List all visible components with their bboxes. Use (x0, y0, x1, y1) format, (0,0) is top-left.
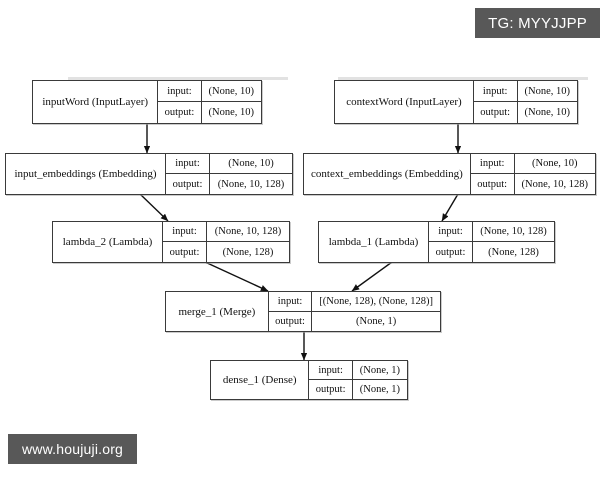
node-context-embeddings[interactable]: context_embeddings (Embedding) input: ou… (303, 153, 596, 195)
output-label: output: (435, 246, 466, 258)
io-value-column: [(None, 128), (None, 128)] (None, 1) (312, 292, 440, 331)
input-shape: (None, 1) (352, 361, 407, 380)
input-shape: (None, 10, 128) (207, 222, 289, 242)
input-label: input: (429, 222, 472, 242)
io-label-column: input: output: (473, 81, 518, 123)
io-value-column: (None, 10, 128) (None, 128) (207, 222, 289, 262)
input-shape: (None, 10) (210, 154, 292, 174)
input-label: input: (470, 154, 514, 174)
input-shape: (None, 10, 128) (473, 222, 554, 242)
input-label: input: (158, 81, 201, 102)
site-watermark: www.houjuji.org (8, 434, 138, 464)
node-lambda1[interactable]: lambda_1 (Lambda) input: output: (None, … (318, 221, 555, 263)
node-contextword[interactable]: contextWord (InputLayer) input: output: … (334, 80, 578, 124)
io-label-column: input: output: (166, 154, 210, 194)
node-input-embeddings[interactable]: input_embeddings (Embedding) input: outp… (5, 153, 293, 195)
node-label: dense_1 (Dense) (211, 361, 310, 399)
input-label: input: (473, 81, 517, 102)
output-shape: (None, 10) (208, 107, 255, 118)
node-lambda2[interactable]: lambda_2 (Lambda) input: output: (None, … (52, 221, 290, 263)
io-label-column: input: output: (309, 361, 353, 399)
io-value-column: (None, 10, 128) (None, 128) (473, 222, 554, 262)
output-shape: (None, 1) (356, 315, 397, 327)
io-label-column: input: output: (268, 292, 313, 331)
box-shadow-bar (338, 77, 588, 80)
node-label: inputWord (InputLayer) (33, 81, 159, 123)
output-label: output: (275, 315, 305, 327)
input-label: input: (309, 361, 352, 380)
output-shape: (None, 10) (524, 107, 571, 118)
io-label-column: input: output: (163, 222, 207, 262)
node-label: merge_1 (Merge) (166, 292, 269, 331)
io-label-column: input: output: (158, 81, 202, 123)
node-inputword[interactable]: inputWord (InputLayer) input: output: (N… (32, 80, 262, 124)
node-label: lambda_1 (Lambda) (319, 222, 429, 262)
output-label: output: (315, 384, 346, 395)
output-shape: (None, 128) (488, 246, 539, 258)
node-label: context_embeddings (Embedding) (304, 154, 471, 194)
io-label-column: input: output: (429, 222, 473, 262)
node-label: lambda_2 (Lambda) (53, 222, 163, 262)
io-label-column: input: output: (470, 154, 515, 194)
telegram-watermark: TG: MYYJJPP (475, 8, 600, 38)
input-shape: [(None, 128), (None, 128)] (312, 292, 440, 312)
input-shape: (None, 10) (514, 154, 595, 174)
input-label: input: (166, 154, 209, 174)
io-value-column: (None, 10) (None, 10, 128) (514, 154, 595, 194)
output-label: output: (169, 246, 200, 258)
edge-lambda1-to-merge1 (351, 261, 393, 292)
output-label: output: (164, 107, 195, 118)
edge-input-embeddings-to-lambda2 (139, 193, 169, 222)
io-value-column: (None, 10) (None, 10) (201, 81, 261, 123)
input-label: input: (268, 292, 312, 312)
io-value-column: (None, 10) (None, 10) (517, 81, 577, 123)
edge-context-embeddings-to-lambda1 (441, 193, 459, 222)
output-shape: (None, 10, 128) (217, 178, 285, 190)
output-shape: (None, 128) (222, 246, 274, 258)
output-shape: (None, 10, 128) (521, 178, 589, 190)
output-label: output: (172, 178, 203, 190)
output-label: output: (477, 178, 508, 190)
output-shape: (None, 1) (359, 384, 400, 395)
edge-lambda2-to-merge1 (204, 261, 269, 292)
input-shape: (None, 10) (517, 81, 577, 102)
input-label: input: (163, 222, 206, 242)
node-label: input_embeddings (Embedding) (6, 154, 166, 194)
io-value-column: (None, 10) (None, 10, 128) (210, 154, 292, 194)
node-label: contextWord (InputLayer) (335, 81, 474, 123)
node-merge1[interactable]: merge_1 (Merge) input: output: [(None, 1… (165, 291, 441, 332)
node-dense1[interactable]: dense_1 (Dense) input: output: (None, 1)… (210, 360, 408, 400)
output-label: output: (480, 107, 511, 118)
input-shape: (None, 10) (201, 81, 261, 102)
io-value-column: (None, 1) (None, 1) (352, 361, 407, 399)
box-shadow-bar (68, 77, 288, 80)
